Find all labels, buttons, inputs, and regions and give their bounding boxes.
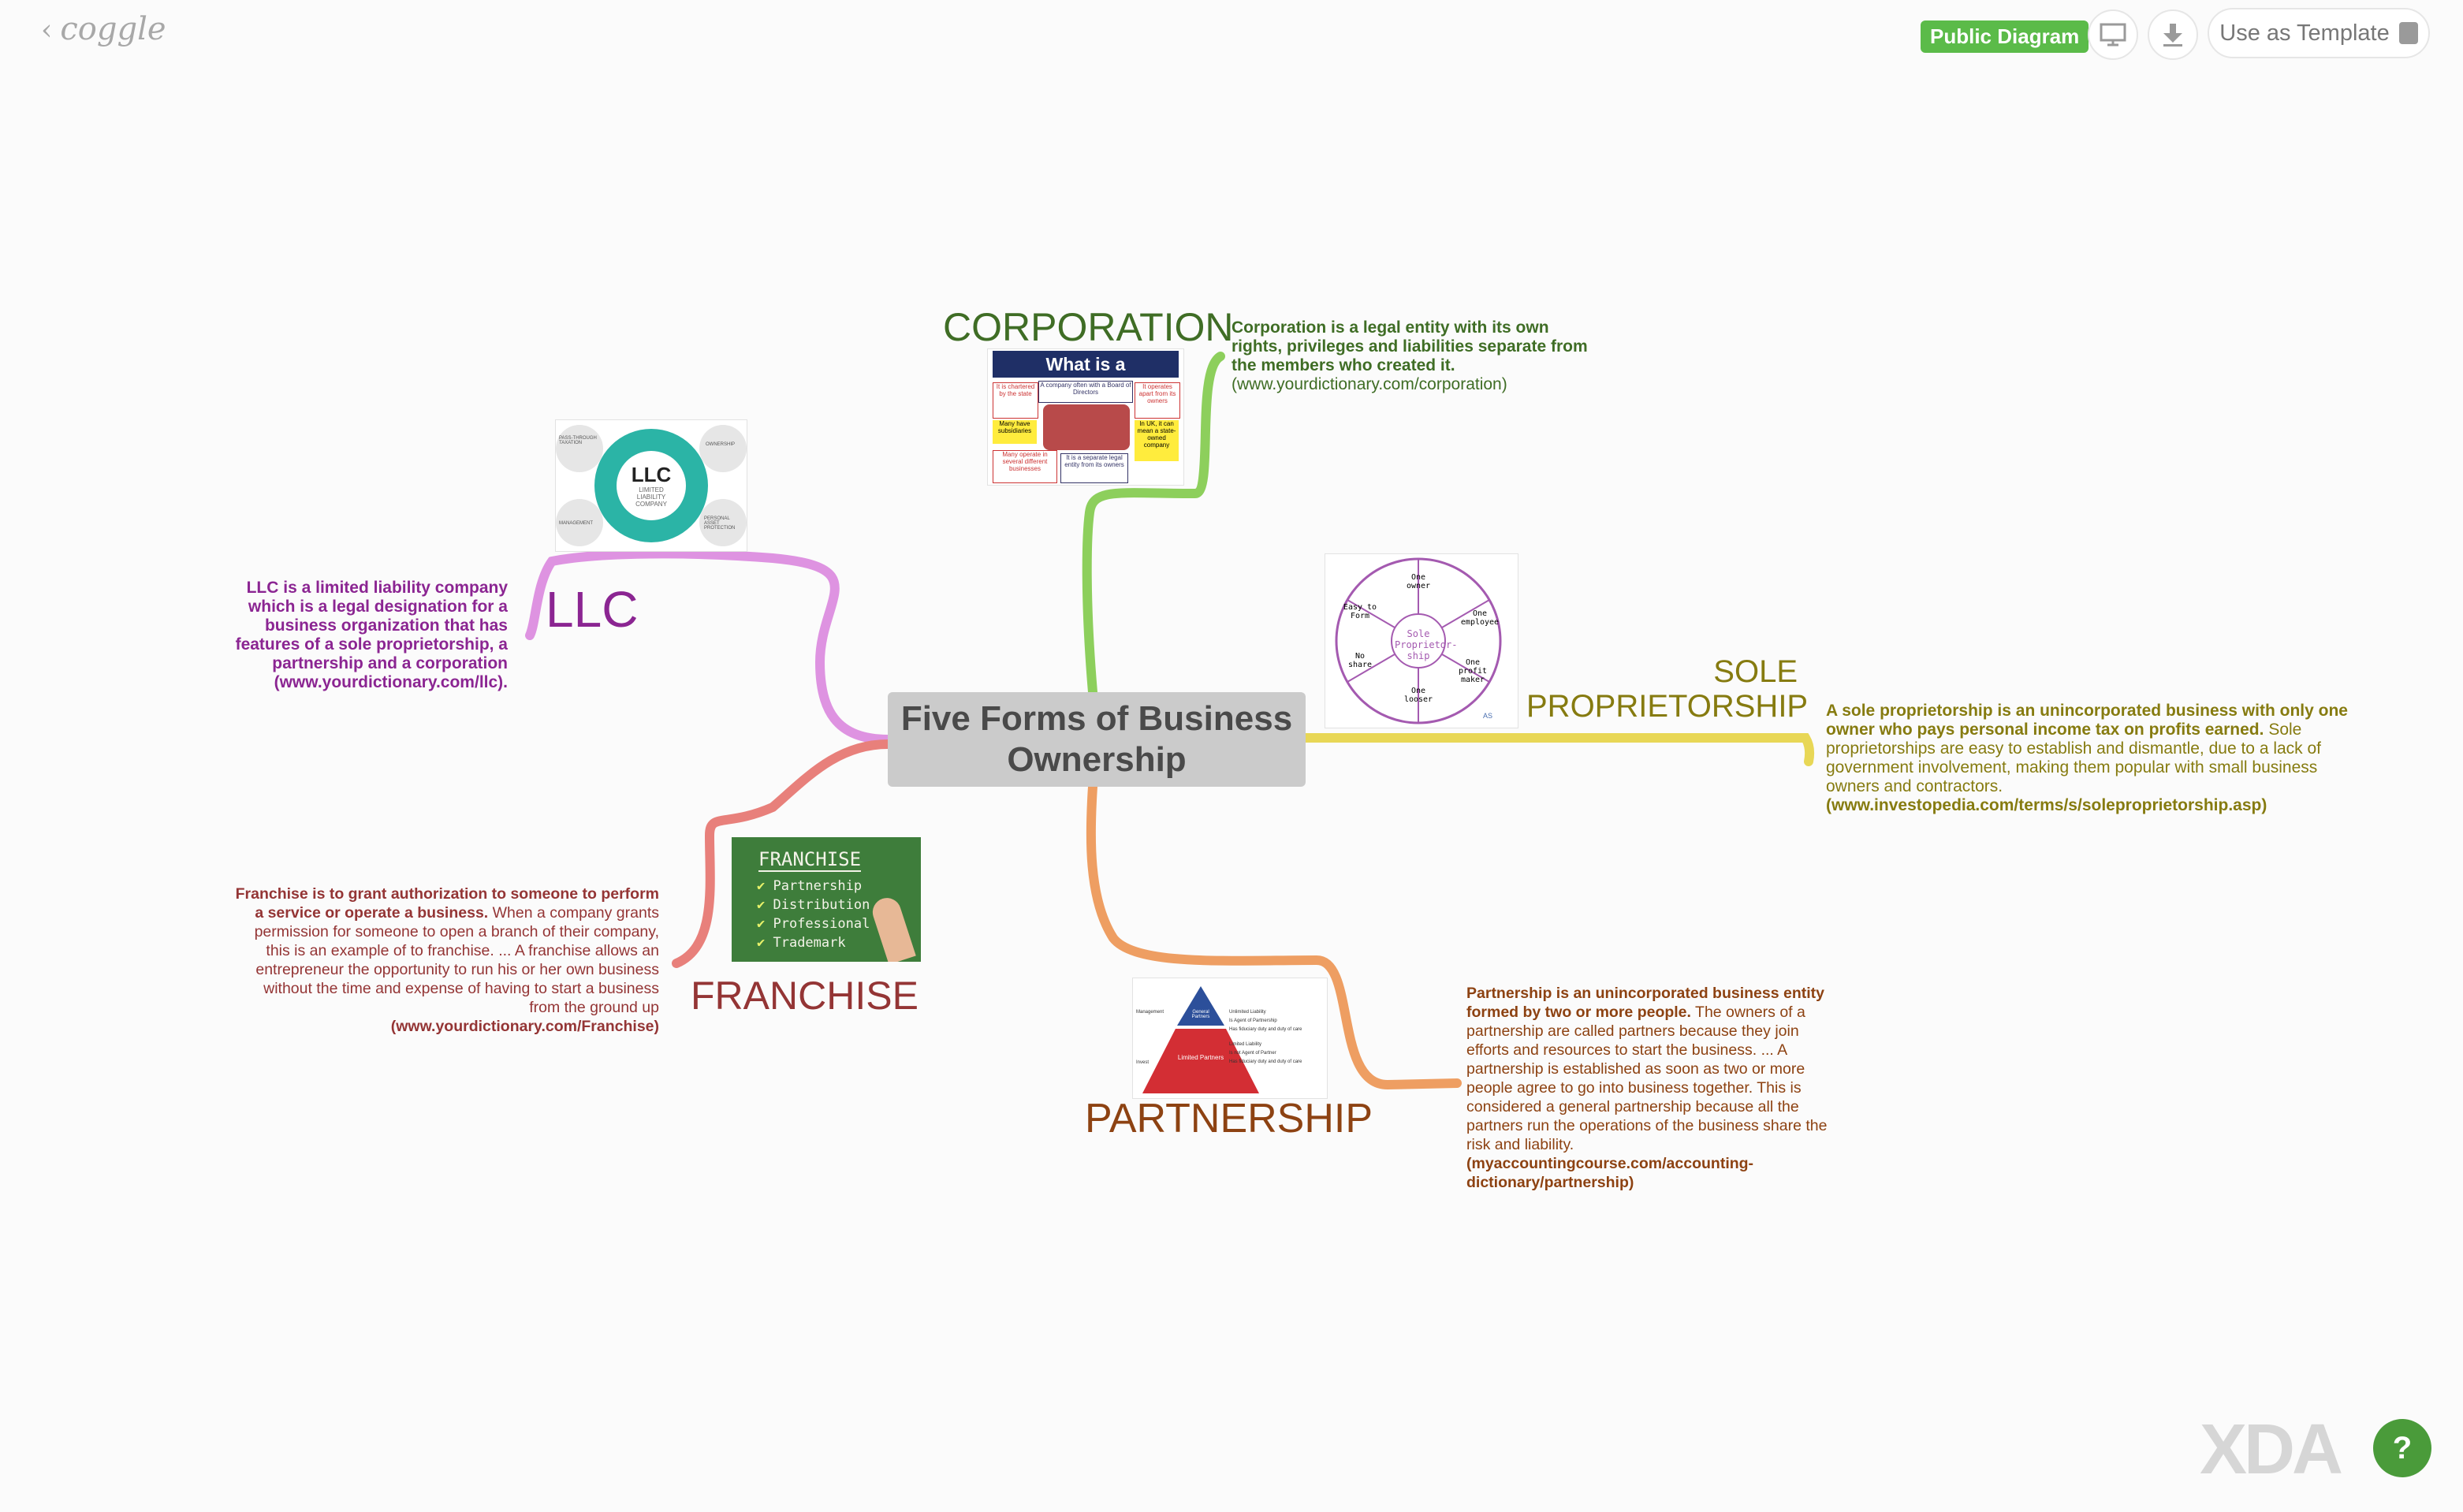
llc-image[interactable]: LLC LIMITED LIABILITY COMPANY PASS-THROU…	[555, 419, 747, 552]
node-corporation-label[interactable]: CORPORATION	[943, 305, 1234, 349]
partnership-image[interactable]: General Partners Limited Partners Manage…	[1132, 978, 1328, 1099]
check-icon: ✔	[757, 897, 773, 913]
partnership-pyramid-graphic	[1142, 986, 1259, 1093]
presentation-icon	[2100, 23, 2126, 47]
public-diagram-badge[interactable]: Public Diagram	[1921, 20, 2089, 53]
branch-corporation[interactable]	[1082, 352, 1225, 697]
corporation-boardroom-photo	[1043, 404, 1130, 450]
download-icon	[2163, 24, 2182, 47]
check-icon: ✔	[757, 878, 773, 894]
corporation-cell: It is chartered by the state	[993, 382, 1038, 419]
check-icon: ✔	[757, 935, 773, 951]
node-sole-proprietorship-description[interactable]: A sole proprietorship is an unincorporat…	[1826, 702, 2348, 814]
franchise-checklist: ✔ Partnership ✔ Distribution ✔ Professio…	[757, 878, 870, 951]
partnership-notes: Unlimited Liability Is Agent of Partners…	[1229, 1010, 1302, 1064]
node-partnership-label[interactable]: PARTNERSHIP	[1085, 1096, 1373, 1141]
corporation-cell: It operates apart from its owners	[1135, 382, 1180, 419]
corporation-cell: It is a separate legal entity from its o…	[1060, 453, 1128, 483]
corporation-cell: Many operate in several different busine…	[993, 450, 1057, 483]
download-button[interactable]	[2148, 9, 2198, 60]
use-as-template-button[interactable]: Use as Template	[2208, 8, 2430, 58]
sole-proprietorship-image[interactable]: Sole Proprietor-ship One owner One emplo…	[1325, 553, 1518, 728]
presentation-button[interactable]	[2088, 9, 2138, 60]
node-partnership-description[interactable]: Partnership is an unincorporated busines…	[1466, 985, 1828, 1191]
sole-wheel-graphic	[1335, 557, 1502, 724]
node-llc-description[interactable]: LLC is a limited liability company which…	[235, 579, 508, 691]
node-corporation-description[interactable]: Corporation is a legal entity with its o…	[1232, 318, 1588, 393]
branch-llc[interactable]	[525, 549, 892, 744]
corporation-cell: A company often with a Board of Director…	[1038, 381, 1133, 403]
corporation-image-title: What is a Corporation?	[993, 351, 1179, 401]
node-franchise-label[interactable]: FRANCHISE	[691, 974, 919, 1018]
branch-franchise[interactable]	[672, 739, 892, 968]
llc-hexagon-graphic	[556, 425, 747, 546]
node-franchise-description[interactable]: Franchise is to grant authorization to s…	[235, 885, 659, 1035]
help-button[interactable]: ?	[2373, 1419, 2431, 1477]
check-icon: ✔	[757, 916, 773, 932]
corporation-cell: In UK, it can mean a state-owned company	[1135, 420, 1179, 461]
node-llc-label[interactable]: LLC	[546, 581, 639, 638]
central-node[interactable]: Five Forms of Business Ownership	[888, 692, 1306, 787]
coggle-logo[interactable]: ‹coggle	[41, 11, 166, 47]
back-chevron-icon[interactable]: ‹	[41, 14, 53, 47]
xda-watermark: XDA	[2200, 1410, 2343, 1489]
hand-graphic	[869, 894, 916, 962]
branch-sole[interactable]	[1301, 733, 1815, 766]
branch-partnership[interactable]	[1086, 782, 1462, 1090]
corporation-cell: Many have subsidiaries	[993, 420, 1037, 444]
corporation-image[interactable]: What is a Corporation? It is chartered b…	[987, 348, 1184, 486]
franchise-image[interactable]: FRANCHISE ✔ Partnership ✔ Distribution ✔…	[732, 837, 921, 962]
template-copy-icon	[2398, 22, 2418, 44]
